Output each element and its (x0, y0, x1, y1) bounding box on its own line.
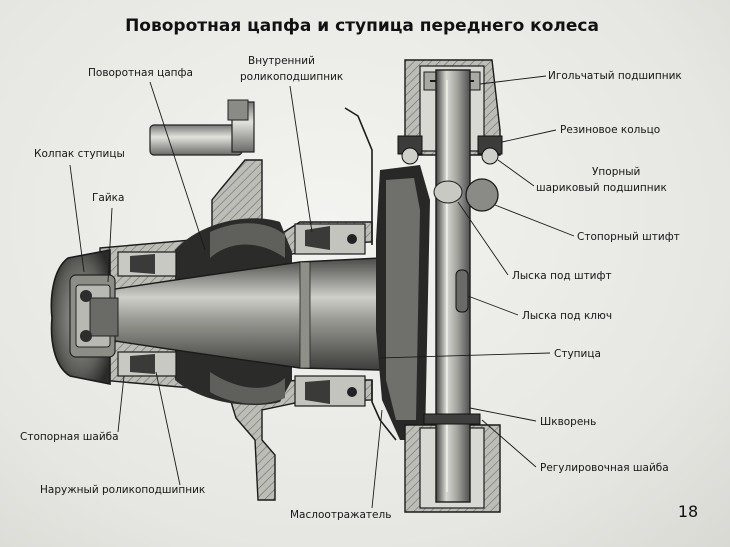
wheel-stud (149, 99, 255, 156)
svg-text:Гайка: Гайка (92, 192, 124, 204)
svg-text:Регулировочная шайба: Регулировочная шайба (540, 462, 669, 474)
label-rubber-ring: Резиновое кольцо (501, 124, 660, 143)
svg-text:Внутренний: Внутренний (248, 55, 315, 67)
page-number: 18 (678, 502, 698, 521)
svg-text:Маслоотражатель: Маслоотражатель (290, 509, 391, 521)
label-needle-bearing: Игольчатый подшипник (479, 70, 682, 85)
lock-pin (433, 178, 499, 313)
label-shim: Регулировочная шайба (481, 419, 669, 474)
oil-deflector (344, 107, 397, 441)
label-lock-washer: Стопорная шайба (20, 375, 125, 443)
svg-text:Лыска под штифт: Лыска под штифт (512, 270, 612, 282)
label-nut: Гайка (92, 192, 124, 283)
label-pin-flat: Лыска под штифт (457, 201, 612, 282)
label-key-flat: Лыска под ключ (467, 295, 612, 322)
svg-text:Поворотная цапфа: Поворотная цапфа (88, 67, 193, 79)
svg-text:Ступица: Ступица (554, 348, 601, 360)
svg-text:Стопорная шайба: Стопорная шайба (20, 431, 119, 443)
label-kingpin: Шкворень (469, 407, 596, 428)
svg-text:Наружный роликоподшипник: Наружный роликоподшипник (40, 484, 205, 496)
outer-roller-bearing (117, 251, 177, 377)
label-oil-deflector: Маслоотражатель (290, 409, 391, 521)
svg-text:Игольчатый подшипник: Игольчатый подшипник (548, 70, 682, 82)
label-hub-cap: Колпак ступицы (34, 148, 125, 273)
label-hub: Ступица (379, 348, 601, 360)
svg-text:Колпак ступицы: Колпак ступицы (34, 148, 125, 160)
svg-text:Лыска под ключ: Лыска под ключ (522, 310, 612, 322)
svg-text:роликоподшипник: роликоподшипник (240, 71, 343, 83)
knuckle-body (376, 165, 430, 440)
inner-roller-bearing (294, 223, 366, 407)
label-thrust-bearing: Упорный шариковый подшипник (497, 159, 667, 194)
thrust-bearing (397, 135, 503, 165)
svg-text:Резиновое кольцо: Резиновое кольцо (560, 124, 660, 136)
adjusting-shim (423, 413, 481, 425)
svg-text:Шкворень: Шкворень (540, 416, 596, 428)
svg-text:Стопорный штифт: Стопорный штифт (577, 231, 680, 243)
label-lock-pin: Стопорный штифт (494, 204, 680, 243)
diagram-title: Поворотная цапфа и ступица переднего кол… (125, 16, 599, 36)
label-knuckle: Поворотная цапфа (88, 67, 206, 251)
label-outer-bearing: Наружный роликоподшипник (40, 371, 205, 496)
svg-text:шариковый подшипник: шариковый подшипник (536, 182, 667, 194)
label-inner-bearing: Внутренний роликоподшипник (240, 55, 343, 233)
hub-cap (50, 249, 119, 385)
svg-text:Упорный: Упорный (592, 166, 640, 178)
